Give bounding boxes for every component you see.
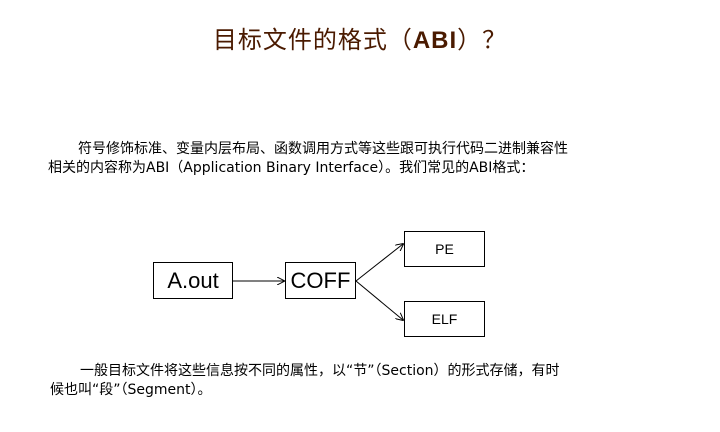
title-prefix: 目标文件的格式（ <box>212 26 413 54</box>
abi-definition-paragraph: 符号修饰标准、变量内层布局、函数调用方式等这些跟可执行代码二进制兼容性 相关的内… <box>48 140 668 178</box>
section-description-paragraph: 一般目标文件将这些信息按不同的属性，以“节”（Section）的形式存储，有时 … <box>50 362 670 400</box>
title-abi: ABI <box>412 27 458 54</box>
node-pe: PE <box>404 231 485 267</box>
node-aout: A.out <box>153 262 233 299</box>
paragraph-line: 候也叫“段”（Segment）。 <box>50 382 212 398</box>
arrow-coff-to-elf <box>355 280 403 320</box>
paragraph-line: 相关的内容称为ABI（Application Binary Interface）… <box>48 160 535 176</box>
arrow-coff-to-pe <box>355 244 403 282</box>
node-coff: COFF <box>285 262 356 299</box>
slide-title: 目标文件的格式（ABI）？ <box>0 24 720 57</box>
node-elf: ELF <box>404 301 485 337</box>
paragraph-line: 符号修饰标准、变量内层布局、函数调用方式等这些跟可执行代码二进制兼容性 <box>78 141 568 157</box>
title-suffix: ）？ <box>457 26 508 54</box>
paragraph-line: 一般目标文件将这些信息按不同的属性，以“节”（Section）的形式存储，有时 <box>80 363 560 379</box>
